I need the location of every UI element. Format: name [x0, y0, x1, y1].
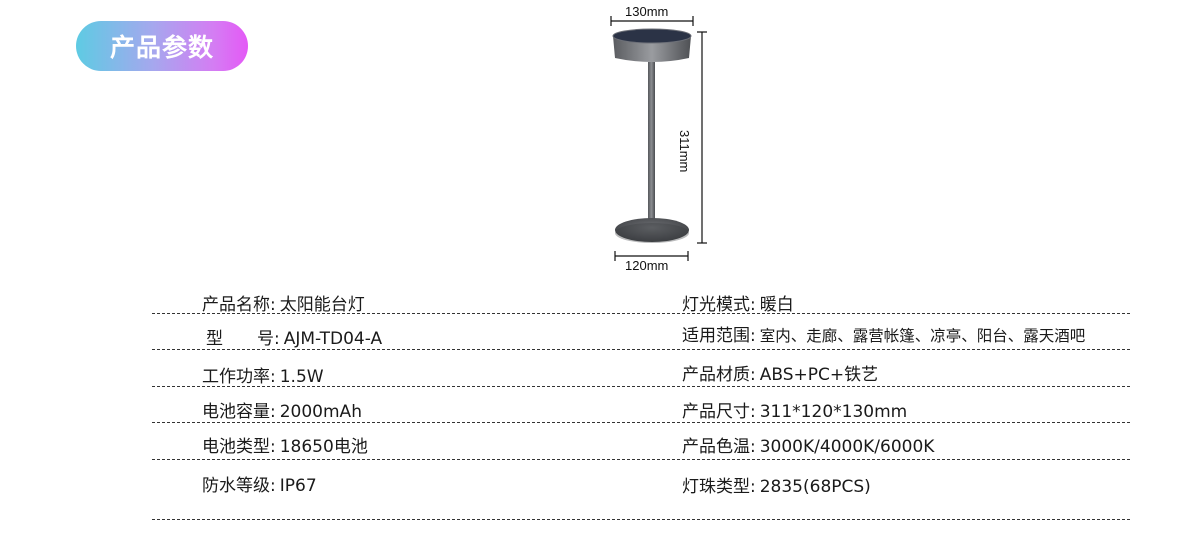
row-divider	[152, 313, 1130, 314]
spec-power: 工作功率:1.5W	[202, 367, 324, 387]
spec-value: ABS+PC+铁艺	[759, 365, 879, 385]
row-divider	[152, 422, 1130, 423]
section-title-badge: 产品参数	[76, 21, 248, 71]
spec-application: 适用范围:室内、走廊、露营帐篷、凉亭、阳台、露天酒吧	[682, 326, 1085, 346]
row-divider	[152, 519, 1130, 520]
spec-label: 产品色温:	[682, 437, 756, 457]
spec-value: AJM-TD04-A	[283, 329, 383, 349]
spec-battery-capacity: 电池容量:2000mAh	[202, 402, 362, 422]
product-image: 130mm 311mm 120mm	[580, 0, 740, 280]
height-label: 311mm	[677, 130, 692, 173]
spec-label: 工作功率:	[202, 367, 276, 387]
spec-value: 室内、走廊、露营帐篷、凉亭、阳台、露天酒吧	[759, 327, 1086, 345]
base-width-label: 120mm	[625, 258, 669, 273]
spec-model: 型号:AJM-TD04-A	[202, 329, 382, 349]
spec-value: 太阳能台灯	[279, 295, 365, 315]
spec-size: 产品尺寸:311*120*130mm	[682, 402, 907, 422]
row-divider	[152, 386, 1130, 387]
spec-led-type: 灯珠类型:2835(68PCS)	[682, 477, 871, 497]
spec-light-mode: 灯光模式:暖白	[682, 295, 794, 315]
spec-waterproof: 防水等级:IP67	[202, 476, 317, 496]
spec-battery-type: 电池类型:18650电池	[202, 437, 368, 457]
spec-value: 3000K/4000K/6000K	[759, 437, 935, 457]
spec-label: 产品尺寸:	[682, 402, 756, 422]
spec-value: IP67	[279, 476, 317, 496]
spec-color-temp: 产品色温:3000K/4000K/6000K	[682, 437, 934, 457]
spec-label: 灯光模式:	[682, 295, 756, 315]
spec-label: 产品材质:	[682, 365, 756, 385]
spec-label: 型号:	[206, 329, 280, 349]
spec-label: 电池容量:	[202, 402, 276, 422]
spec-label: 灯珠类型:	[682, 477, 756, 497]
section-title: 产品参数	[109, 33, 214, 62]
spec-value: 2000mAh	[279, 402, 362, 422]
spec-value: 暖白	[759, 295, 794, 315]
spec-label: 产品名称:	[202, 295, 276, 315]
spec-label: 防水等级:	[202, 476, 276, 496]
lamp-illustration	[610, 16, 707, 261]
spec-label: 适用范围:	[682, 326, 756, 346]
row-divider	[152, 459, 1130, 460]
top-width-label: 130mm	[625, 4, 669, 19]
spec-value: 18650电池	[279, 437, 368, 457]
spec-label: 电池类型:	[202, 437, 276, 457]
spec-material: 产品材质:ABS+PC+铁艺	[682, 365, 878, 385]
spec-value: 1.5W	[279, 367, 324, 387]
row-divider	[152, 349, 1130, 350]
spec-product-name: 产品名称:太阳能台灯	[202, 295, 365, 315]
spec-value: 311*120*130mm	[759, 402, 908, 422]
spec-value: 2835(68PCS)	[759, 477, 871, 497]
